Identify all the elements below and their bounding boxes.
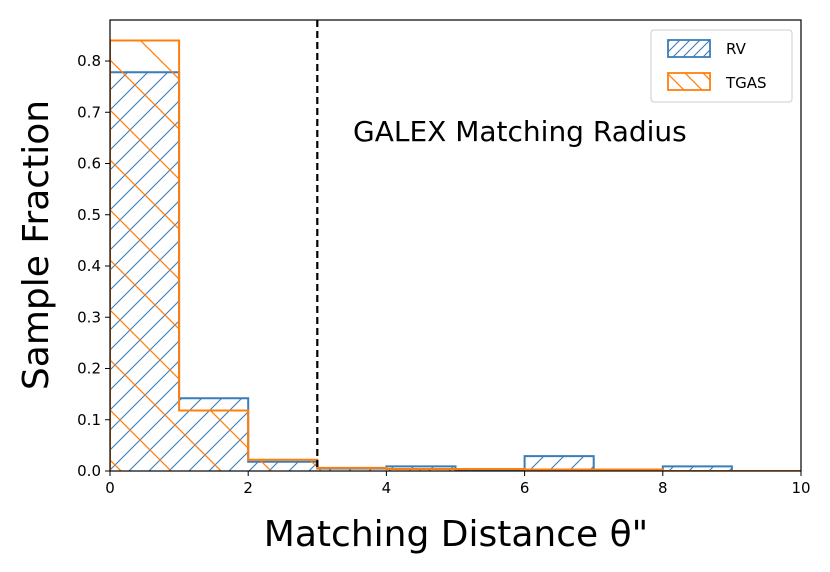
y-tick-label: 0.0 — [77, 462, 101, 480]
tgas-bar — [248, 459, 318, 471]
y-tick-label: 0.8 — [77, 52, 101, 70]
x-tick-label: 6 — [520, 479, 530, 497]
rv-bar — [524, 456, 594, 471]
y-tick-label: 0.2 — [77, 360, 101, 378]
x-tick-label: 4 — [382, 479, 392, 497]
tgas-outline — [110, 39, 801, 471]
tgas-bar — [386, 468, 456, 471]
x-tick-label: 8 — [658, 479, 668, 497]
annotation-text: GALEX Matching Radius — [353, 115, 687, 148]
rv-outline — [110, 71, 801, 471]
y-tick-label: 0.6 — [77, 155, 101, 173]
y-tick-label: 0.7 — [77, 103, 101, 121]
legend-swatch-tgas — [667, 72, 711, 91]
y-tick-label: 0.4 — [77, 257, 101, 275]
legend: RV TGAS — [650, 29, 793, 103]
plot-frame — [109, 19, 802, 472]
y-tick-label: 0.3 — [77, 308, 101, 326]
tgas-bar — [455, 468, 525, 471]
y-tick-label: 0.5 — [77, 206, 101, 224]
y-axis-title: Sample Fraction — [16, 100, 57, 390]
x-tick-label: 0 — [105, 479, 115, 497]
x-tick-label: 10 — [791, 479, 810, 497]
y-axis-ticks: 0.0 0.1 0.2 0.3 0.4 0.5 0.6 0.7 0.8 — [77, 52, 110, 480]
tgas-bar — [317, 467, 387, 471]
y-tick-label: 0.1 — [77, 411, 101, 429]
legend-label-rv: RV — [726, 40, 747, 58]
legend-label-tgas: TGAS — [725, 74, 767, 92]
legend-swatch-rv — [667, 39, 711, 58]
tgas-bar — [179, 410, 249, 471]
x-tick-label: 2 — [243, 479, 253, 497]
x-axis-title: Matching Distance θ" — [264, 514, 648, 555]
tgas-bar — [110, 40, 180, 471]
x-axis-ticks: 0 2 4 6 8 10 — [105, 471, 811, 497]
tgas-series — [110, 39, 801, 471]
rv-bar — [662, 466, 732, 471]
